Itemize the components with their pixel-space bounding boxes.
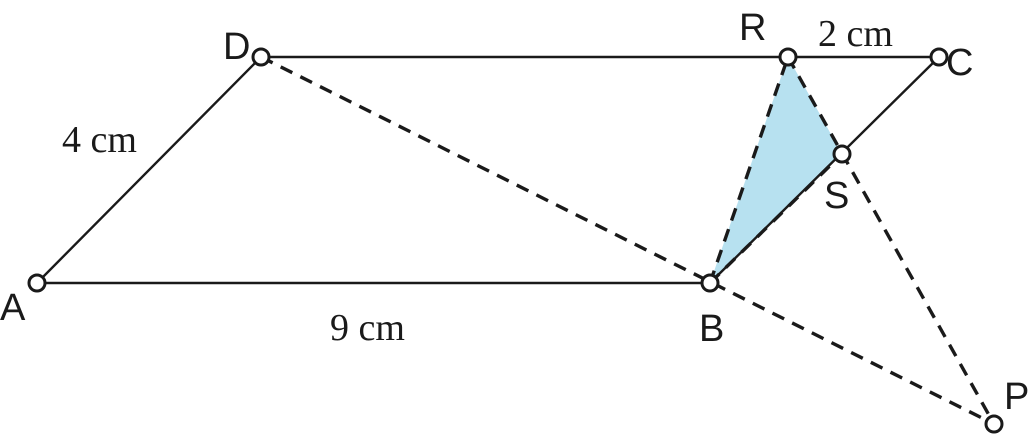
label-d: D bbox=[223, 26, 250, 68]
point-s bbox=[832, 144, 852, 164]
measure-ad: 4 cm bbox=[62, 119, 137, 161]
point-p bbox=[984, 414, 1004, 434]
point-b bbox=[700, 273, 720, 293]
label-a: A bbox=[0, 287, 26, 329]
label-c: C bbox=[946, 42, 973, 84]
label-b: B bbox=[699, 308, 724, 350]
label-s: S bbox=[824, 175, 849, 217]
dashed-segment-bs bbox=[708, 152, 844, 285]
dashed-line-rp bbox=[786, 56, 996, 425]
measure-rc: 2 cm bbox=[818, 13, 893, 55]
label-r: R bbox=[739, 7, 766, 49]
point-c bbox=[929, 47, 949, 67]
dashed-line-dp bbox=[260, 55, 995, 426]
dashed-segment-br bbox=[708, 56, 790, 284]
point-d bbox=[251, 47, 271, 67]
shaded-triangle-brs bbox=[710, 57, 842, 283]
point-r bbox=[778, 47, 798, 67]
point-a bbox=[27, 273, 47, 293]
measure-ab: 9 cm bbox=[330, 307, 405, 349]
label-p: P bbox=[1004, 376, 1029, 418]
side-ad bbox=[35, 55, 263, 285]
